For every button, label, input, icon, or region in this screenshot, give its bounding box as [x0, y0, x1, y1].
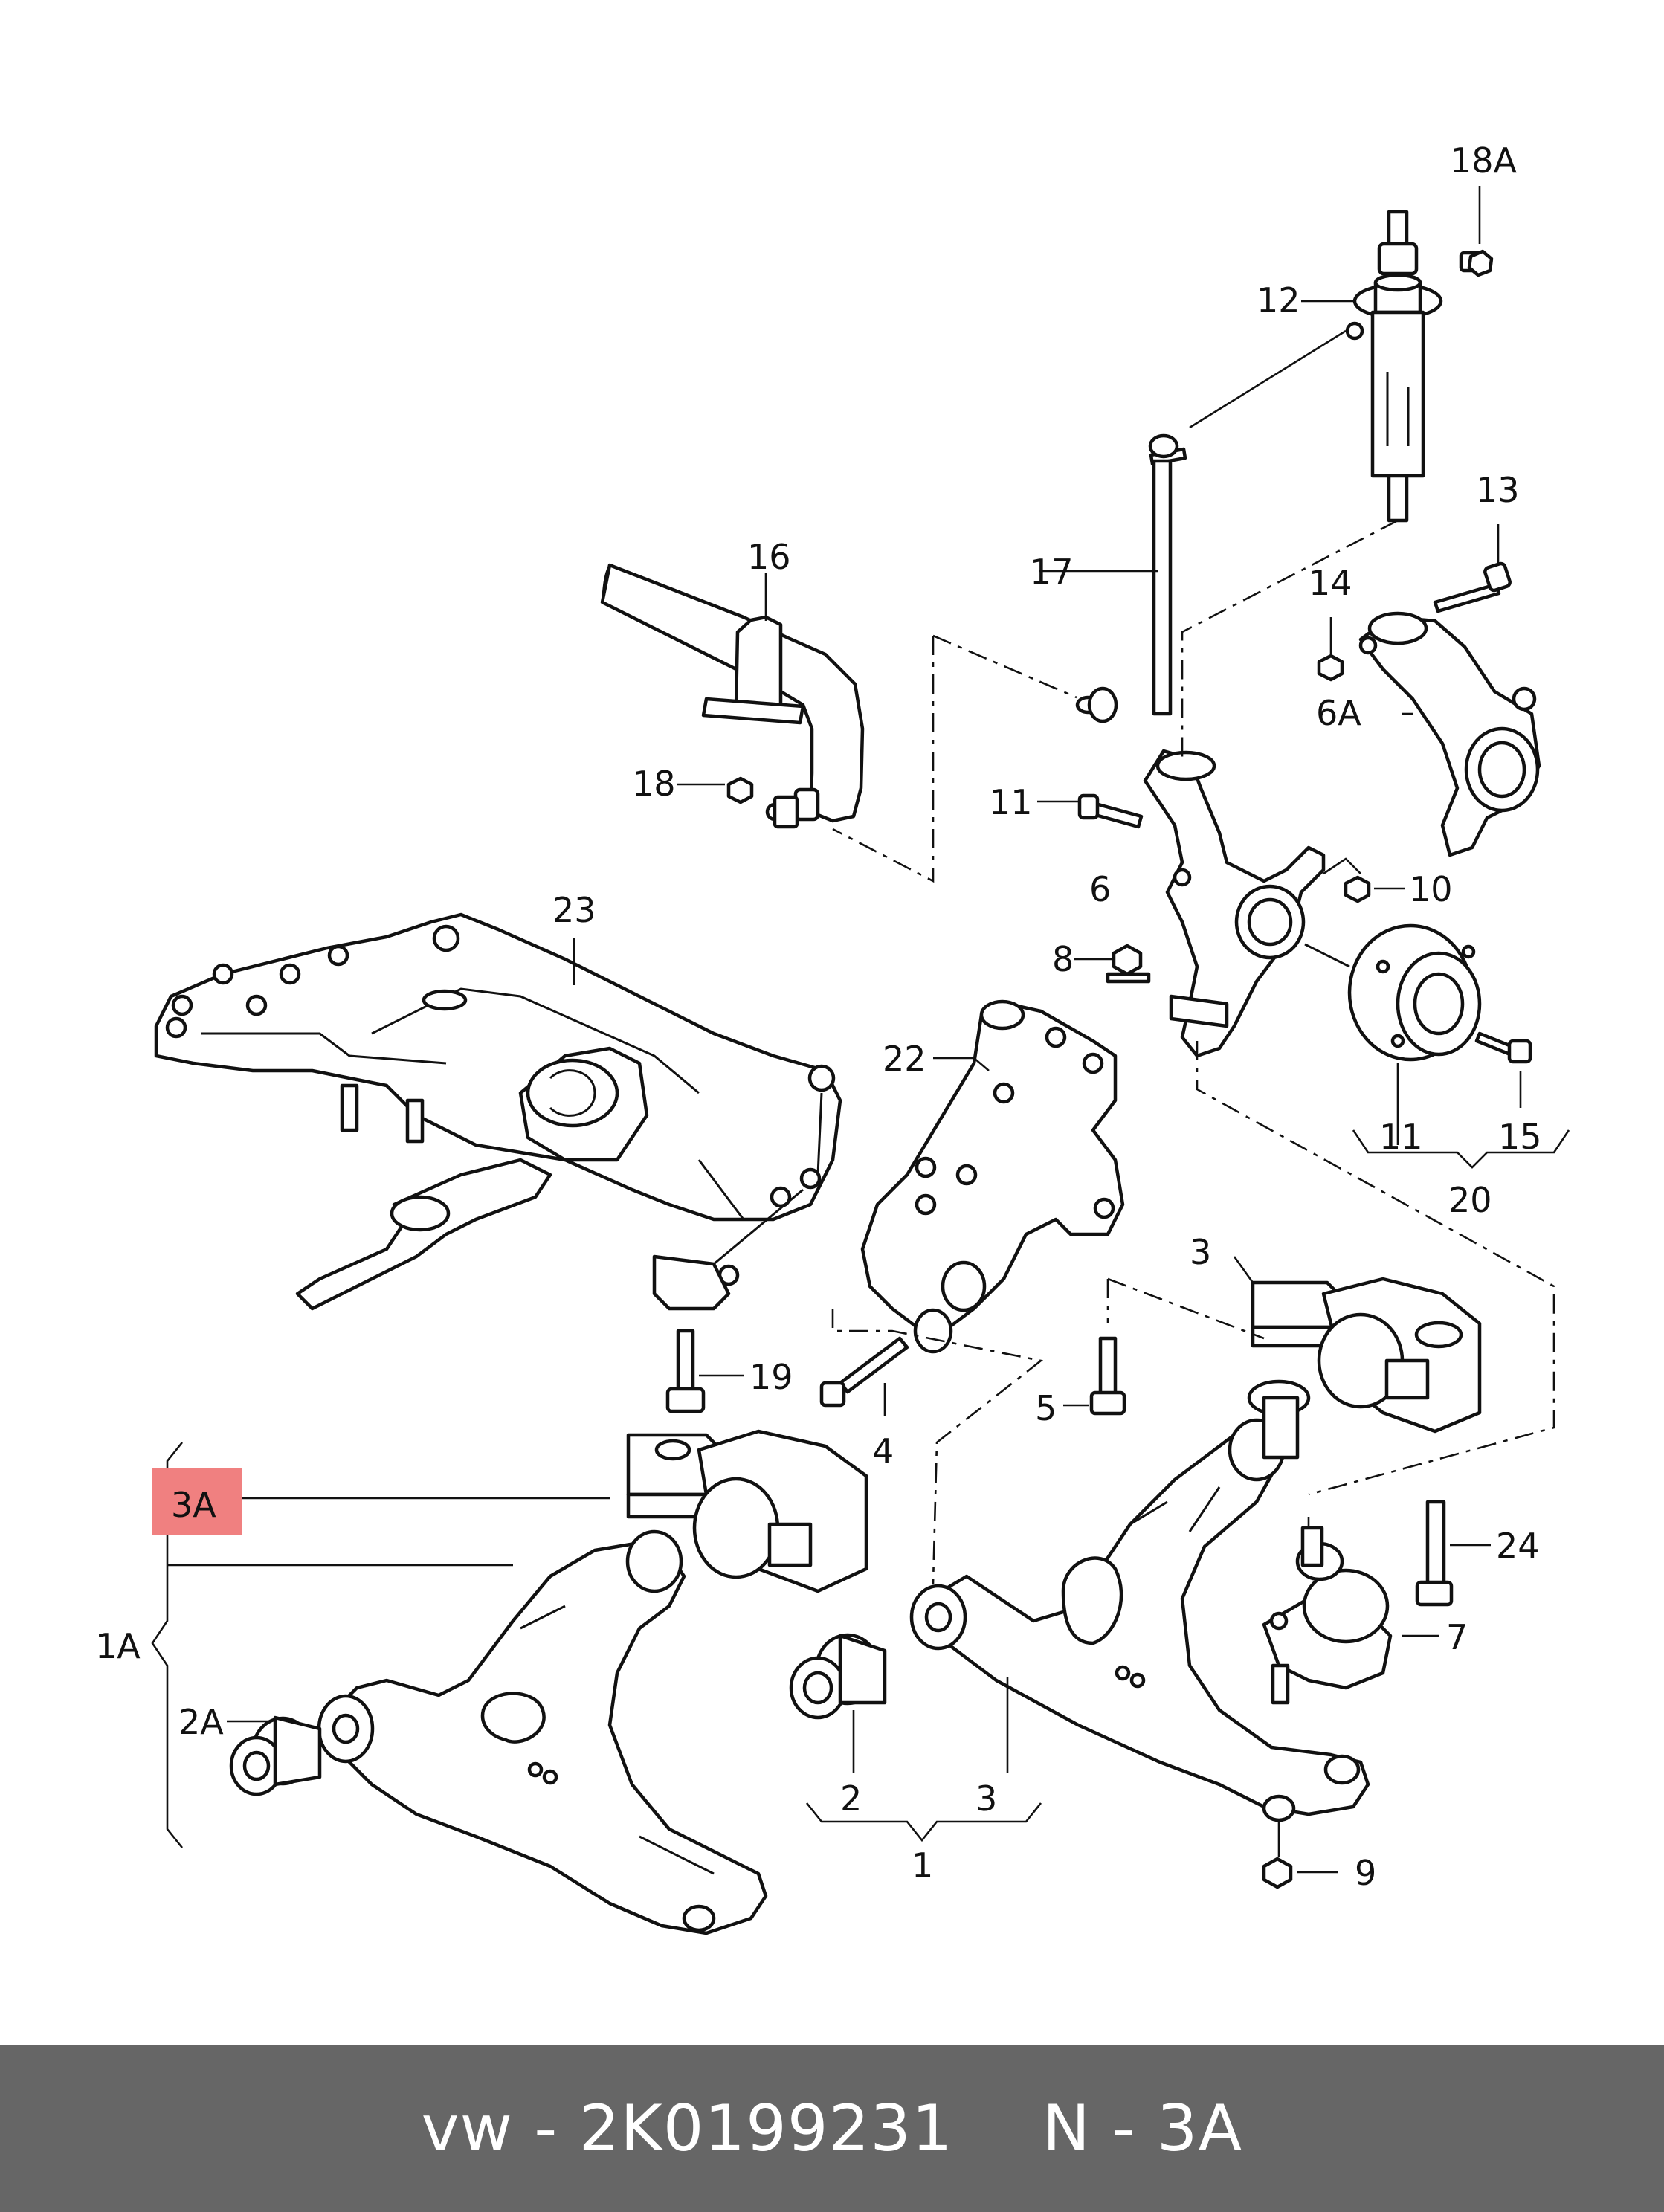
bush-3A — [626, 1429, 868, 1593]
stabilizer-bar-16 — [600, 563, 865, 829]
callout-13: 13 — [1476, 470, 1520, 510]
callout-11-hub: 11 — [1379, 1117, 1423, 1157]
callout-1: 1 — [912, 1845, 933, 1886]
callout-17: 17 — [1030, 552, 1074, 592]
bush-2 — [789, 1633, 887, 1720]
callout-1A: 1A — [95, 1626, 141, 1666]
footer-part-number: vw - 2K0199231 — [421, 2091, 953, 2166]
bush-3-upper — [1251, 1277, 1482, 1434]
wishbone-1 — [909, 1379, 1370, 1822]
nut-10 — [1344, 875, 1371, 903]
callout-19: 19 — [749, 1357, 793, 1397]
highlight-3A — [152, 1468, 242, 1535]
subframe-23 — [154, 912, 842, 1311]
bolt-15 — [1474, 1031, 1532, 1064]
coupling-rod-17 — [1075, 433, 1187, 723]
bolt-13 — [1433, 561, 1512, 613]
wheel-bearing-housing-6A — [1358, 611, 1541, 857]
bolt-24 — [1415, 1500, 1454, 1607]
nut-18A — [1467, 249, 1494, 277]
ball-joint-7 — [1262, 1526, 1393, 1705]
callout-11-upper: 11 — [989, 782, 1033, 822]
callout-14: 14 — [1309, 563, 1352, 603]
footer-position: N - 3A — [1042, 2091, 1243, 2166]
nut-8 — [1106, 944, 1151, 984]
callout-18: 18 — [632, 764, 676, 804]
callout-9: 9 — [1355, 1853, 1376, 1893]
callout-7: 7 — [1446, 1617, 1468, 1657]
bracket-22 — [860, 999, 1125, 1354]
callout-4: 4 — [872, 1431, 894, 1471]
callout-12: 12 — [1257, 280, 1300, 320]
callout-6: 6 — [1089, 869, 1111, 909]
footer-bar: vw - 2K0199231 N - 3A — [0, 2045, 1664, 2212]
bolt-19 — [665, 1329, 706, 1413]
bolt-11-upper — [1077, 793, 1144, 829]
callout-3-lower: 3 — [975, 1779, 997, 1819]
bolt-4 — [819, 1336, 909, 1408]
callout-24: 24 — [1496, 1526, 1540, 1566]
callout-22: 22 — [883, 1039, 926, 1079]
callout-3-upper: 3 — [1190, 1232, 1211, 1272]
callout-2: 2 — [840, 1779, 862, 1819]
callout-20: 20 — [1448, 1180, 1492, 1220]
callout-8: 8 — [1052, 939, 1074, 979]
callout-15: 15 — [1498, 1117, 1542, 1157]
callout-10: 10 — [1409, 869, 1453, 909]
wheel-bearing-housing-6 — [1143, 749, 1326, 1058]
callout-5: 5 — [1035, 1388, 1057, 1428]
nut-9 — [1262, 1857, 1293, 1889]
exploded-parts-diagram: 18A 12 13 14 6A 16 17 18 11 6 10 8 23 22… — [95, 141, 1570, 1935]
bolt-5 — [1089, 1336, 1126, 1416]
callout-16: 16 — [747, 537, 791, 577]
callout-2A: 2A — [178, 1702, 224, 1742]
nut-14 — [1317, 654, 1344, 682]
callout-6A: 6A — [1316, 693, 1361, 733]
callout-3A: 3A — [171, 1485, 216, 1525]
nut-18 — [726, 776, 754, 804]
callout-18A: 18A — [1450, 141, 1518, 181]
wheel-hub-11 — [1304, 923, 1482, 1062]
strut-assembly — [1345, 210, 1483, 523]
bush-2A — [229, 1715, 322, 1796]
callout-23: 23 — [552, 890, 596, 930]
wishbone-1A — [317, 1529, 768, 1935]
